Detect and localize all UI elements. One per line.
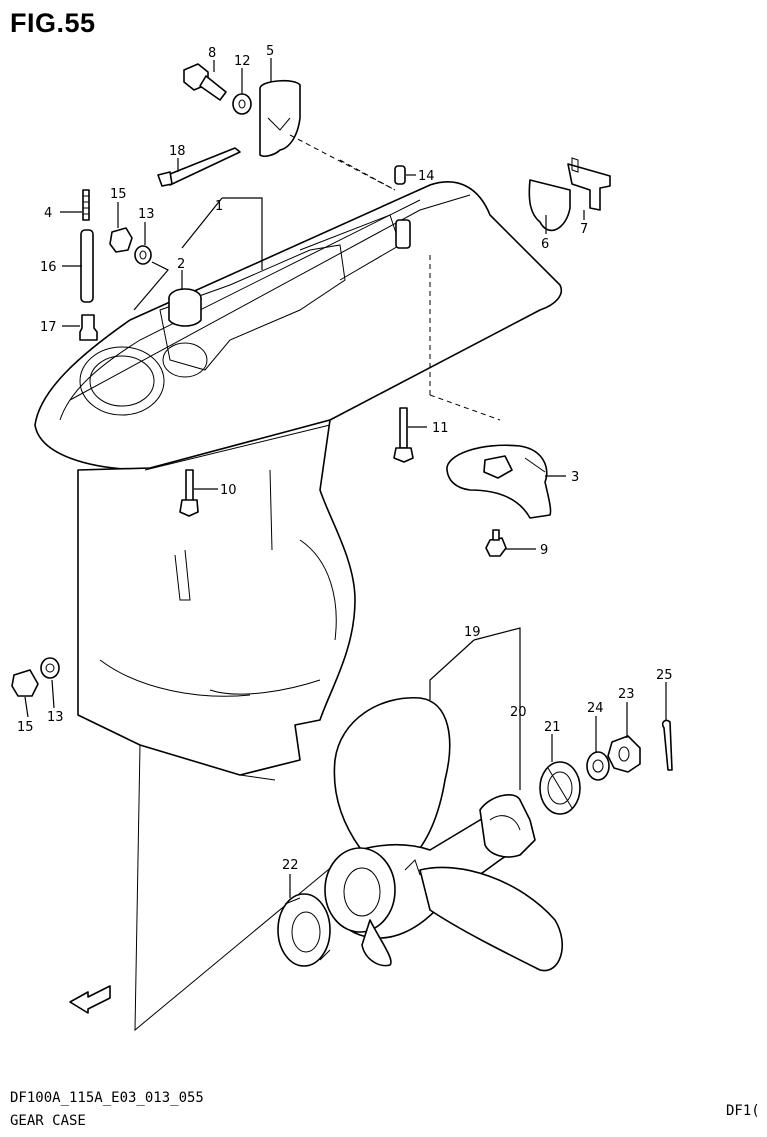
label-part-21[interactable]: 21	[544, 720, 561, 735]
label-part-24[interactable]: 24	[587, 701, 604, 716]
label-part-1[interactable]: 1	[215, 199, 223, 214]
part-25-cotter-pin[interactable]	[661, 719, 673, 771]
label-part-18[interactable]: 18	[169, 144, 186, 159]
label-part-13-upper[interactable]: 13	[138, 207, 155, 222]
diagram-caption: GEAR CASE	[10, 1113, 86, 1129]
label-part-20[interactable]: 20	[510, 705, 527, 720]
label-part-17[interactable]: 17	[40, 320, 57, 335]
part-19-propeller[interactable]	[324, 697, 563, 972]
label-part-19[interactable]: 19	[464, 625, 481, 640]
part-6-cover[interactable]	[528, 179, 571, 232]
figure-title: FIG.55	[10, 8, 96, 38]
label-part-13-lower[interactable]: 13	[47, 710, 64, 725]
label-part-9[interactable]: 9	[540, 543, 548, 558]
part-number-labels: 8 12 5 18 14 15 1 4 13 6 7 2 16 17 11 3 …	[17, 44, 673, 1006]
label-part-12[interactable]: 12	[234, 54, 251, 69]
part-16-tube[interactable]	[80, 229, 94, 303]
label-part-6[interactable]: 6	[541, 237, 549, 252]
label-part-2[interactable]: 2	[177, 257, 185, 272]
label-part-10[interactable]: 10	[220, 483, 237, 498]
label-part-23[interactable]: 23	[618, 687, 635, 702]
label-part-16[interactable]: 16	[40, 260, 57, 275]
part-14-pin[interactable]	[394, 165, 406, 185]
part-21-spacer[interactable]	[539, 761, 581, 815]
label-part-3[interactable]: 3	[571, 470, 579, 485]
part-13-gasket-lower[interactable]	[40, 657, 60, 679]
label-part-15-lower[interactable]: 15	[17, 720, 34, 735]
part-24-washer[interactable]	[586, 751, 610, 781]
part-9-bolt[interactable]	[485, 529, 507, 557]
forward-arrow-icon	[69, 985, 111, 1014]
label-part-5[interactable]: 5	[266, 44, 274, 59]
label-part-7[interactable]: 7	[580, 222, 588, 237]
part-17-nipple[interactable]	[79, 314, 98, 341]
part-12-washer[interactable]	[232, 93, 252, 115]
label-part-14[interactable]: 14	[418, 169, 435, 184]
part-13-gasket-upper[interactable]	[134, 245, 152, 265]
gear-case-housing[interactable]	[34, 159, 562, 1032]
label-part-4[interactable]: 4	[44, 206, 52, 221]
label-part-11[interactable]: 11	[432, 421, 449, 436]
drawing-id: DF100A_115A_E03_013_055	[10, 1090, 204, 1106]
part-18-strap[interactable]	[157, 147, 241, 187]
part-7-bracket[interactable]	[567, 157, 611, 211]
label-part-25[interactable]: 25	[656, 668, 673, 683]
part-4-stud[interactable]	[82, 189, 90, 221]
part-22-thrust-washer[interactable]	[277, 893, 331, 967]
label-part-8[interactable]: 8	[208, 46, 216, 61]
part-15-plug-upper[interactable]	[109, 227, 133, 253]
label-part-22[interactable]: 22	[282, 858, 299, 873]
part-5-cover[interactable]	[259, 79, 396, 191]
label-part-15-upper[interactable]: 15	[110, 187, 127, 202]
leader-lines	[24, 58, 667, 898]
part-23-nut[interactable]	[607, 735, 641, 773]
part-11-bolt[interactable]	[393, 407, 414, 463]
part-10-bolt[interactable]	[179, 469, 199, 517]
part-8-bolt[interactable]	[183, 63, 227, 101]
model-code: DF1(	[726, 1103, 760, 1119]
part-3-trim-tab[interactable]	[446, 444, 552, 519]
part-15-plug-lower[interactable]	[11, 669, 39, 697]
